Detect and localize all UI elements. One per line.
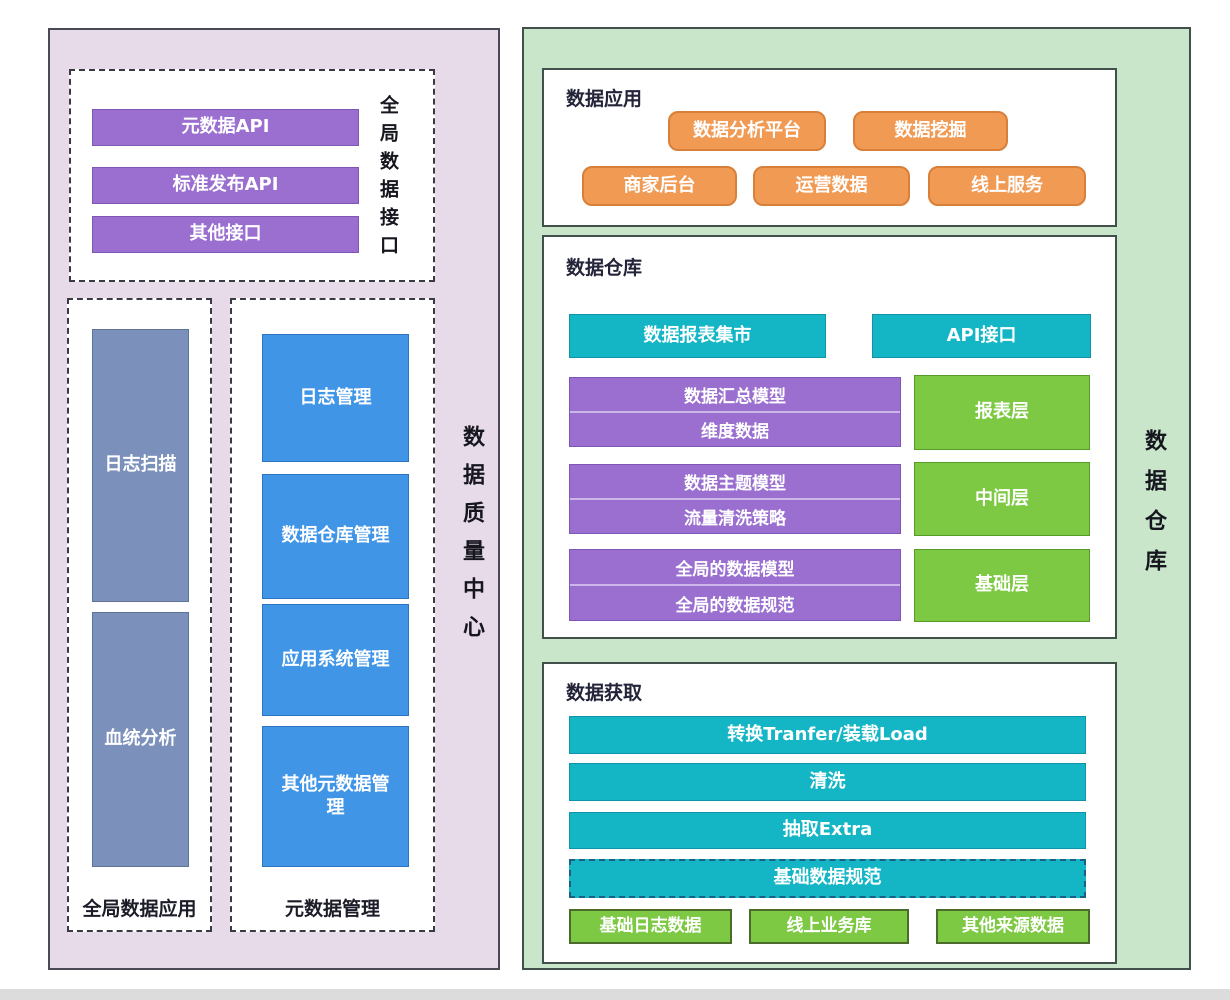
- global-data-application-group: 日志扫描 血统分析 全局数据应用: [67, 298, 212, 932]
- report-layer-box: 报表层: [914, 375, 1090, 450]
- data-warehouse-label: 数据仓库: [1141, 429, 1166, 589]
- other-source-data-box: 其他来源数据: [936, 909, 1090, 944]
- bottom-strip: [0, 989, 1230, 1000]
- data-analysis-platform-box: 数据分析平台: [668, 111, 826, 151]
- app-system-management-box: 应用系统管理: [262, 604, 409, 716]
- data-mining-box: 数据挖掘: [853, 111, 1008, 151]
- extract-bar: 抽取Extra: [569, 812, 1086, 849]
- data-quality-center-panel: 元数据API 标准发布API 其他接口 全局数据接口 日志扫描 血统分析 全局数…: [48, 28, 500, 970]
- summary-model-box: 数据汇总模型: [570, 378, 900, 413]
- data-warehouse-panel: 数据应用 数据分析平台 数据挖掘 商家后台 运营数据 线上服务 数据仓库 数据报…: [522, 27, 1191, 970]
- data-acquisition-section: 数据获取 转换Tranfer/装载Load 清洗 抽取Extra 基础数据规范 …: [542, 662, 1117, 964]
- other-interface-box: 其他接口: [92, 216, 359, 253]
- online-business-db-box: 线上业务库: [749, 909, 909, 944]
- online-service-box: 线上服务: [928, 166, 1086, 206]
- global-data-spec-box: 全局的数据规范: [675, 595, 795, 616]
- traffic-clean-strategy-box: 流量清洗策略: [684, 509, 786, 529]
- data-quality-center-label: 数据质量中心: [459, 425, 484, 653]
- data-acquisition-title: 数据获取: [566, 682, 643, 704]
- api-interface-box: API接口: [872, 314, 1091, 358]
- metadata-management-group: 日志管理 数据仓库管理 应用系统管理 其他元数据管理 元数据管理: [230, 298, 435, 932]
- data-warehouse-title: 数据仓库: [566, 257, 643, 279]
- lineage-analysis-box: 血统分析: [92, 612, 189, 867]
- middle-layer-box: 中间层: [914, 462, 1090, 536]
- base-layer-box: 基础层: [914, 549, 1090, 622]
- global-data-model-box: 全局的数据模型: [570, 550, 900, 586]
- dimension-data-box: 维度数据: [701, 422, 769, 442]
- summary-model-stack: 数据汇总模型 维度数据: [569, 377, 901, 447]
- warehouse-management-box: 数据仓库管理: [262, 474, 409, 599]
- standard-publish-api-box: 标准发布API: [92, 167, 359, 204]
- operation-data-box: 运营数据: [753, 166, 910, 206]
- global-data-interface-group: 元数据API 标准发布API 其他接口 全局数据接口: [69, 69, 435, 282]
- global-data-interface-label: 全局数据接口: [377, 95, 399, 263]
- global-model-stack: 全局的数据模型 全局的数据规范: [569, 549, 901, 621]
- theme-model-box: 数据主题模型: [570, 465, 900, 500]
- metadata-management-label: 元数据管理: [284, 898, 380, 920]
- merchant-backend-box: 商家后台: [582, 166, 737, 206]
- data-application-section: 数据应用 数据分析平台 数据挖掘 商家后台 运营数据 线上服务: [542, 68, 1117, 227]
- base-data-spec-bar: 基础数据规范: [569, 859, 1086, 898]
- global-data-application-label: 全局数据应用: [82, 898, 197, 920]
- data-report-mart-box: 数据报表集市: [569, 314, 826, 358]
- transfer-load-bar: 转换Tranfer/装载Load: [569, 716, 1086, 754]
- theme-model-stack: 数据主题模型 流量清洗策略: [569, 464, 901, 534]
- data-application-title: 数据应用: [566, 88, 643, 110]
- base-log-data-box: 基础日志数据: [569, 909, 732, 944]
- log-management-box: 日志管理: [262, 334, 409, 462]
- data-warehouse-section: 数据仓库 数据报表集市 API接口 数据汇总模型 维度数据 报表层 数据主题模型…: [542, 235, 1117, 639]
- clean-bar: 清洗: [569, 763, 1086, 801]
- log-scan-box: 日志扫描: [92, 329, 189, 602]
- metadata-api-box: 元数据API: [92, 109, 359, 146]
- other-metadata-management-box: 其他元数据管理: [262, 726, 409, 867]
